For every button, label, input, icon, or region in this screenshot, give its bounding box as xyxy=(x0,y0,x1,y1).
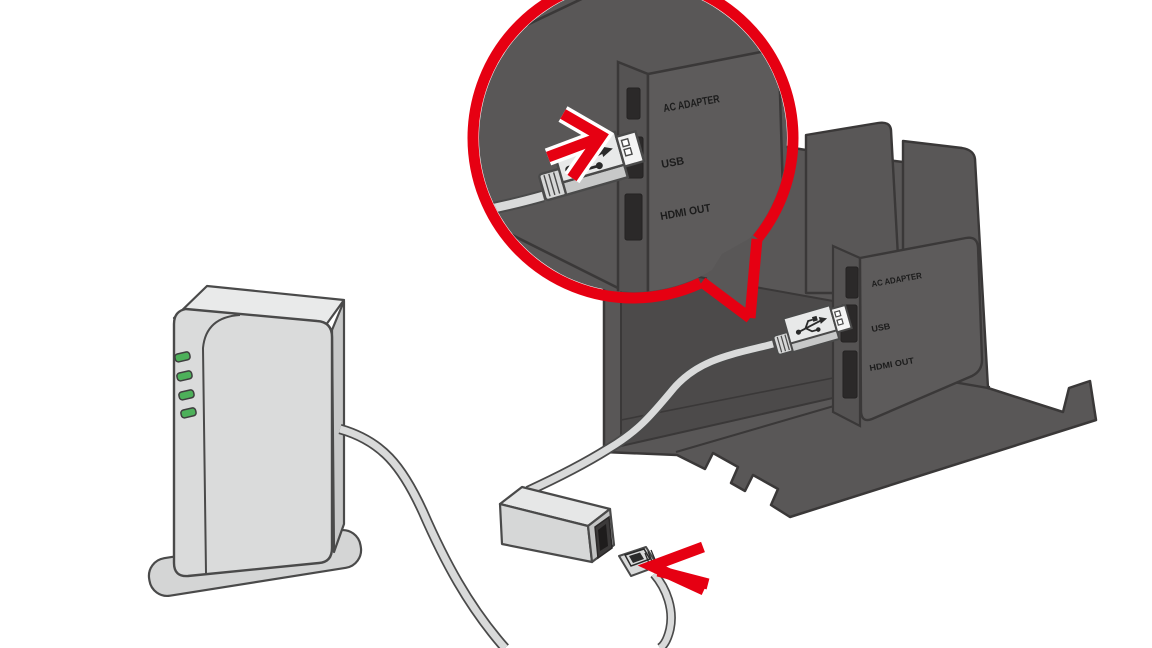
callout-contents: AC ADAPTER USB HDMI OUT xyxy=(479,0,787,292)
router-side-face xyxy=(330,299,346,554)
callout-usb-contact xyxy=(623,147,633,157)
led-indicator xyxy=(178,389,195,401)
panel-label-face xyxy=(858,236,984,422)
callout-hdmi-port xyxy=(624,193,643,241)
magnifier-callout: AC ADAPTER USB HDMI OUT xyxy=(467,0,799,323)
router-front-face xyxy=(172,307,334,578)
callout-tail-edge xyxy=(744,238,763,319)
callout-insert-arrow-icon xyxy=(544,106,614,184)
callout-label-usb: USB xyxy=(660,155,685,171)
plug-insert-arrow-icon xyxy=(637,541,710,595)
boot-ridges xyxy=(776,334,790,353)
callout-boot-ridges xyxy=(543,172,561,197)
router-cable xyxy=(338,423,509,648)
dock-inner-wall xyxy=(804,121,902,295)
callout-tail-fill xyxy=(705,236,754,318)
callout-ac-adapter-port xyxy=(626,87,641,120)
ethernet-port-inner xyxy=(598,524,608,551)
usb-cable xyxy=(525,338,775,496)
led-indicator xyxy=(176,370,193,382)
router xyxy=(147,284,363,598)
dock-label-usb: USB xyxy=(871,321,891,334)
usb-plug-dock xyxy=(772,303,853,356)
ethernet-plug-contact xyxy=(629,552,644,563)
router-status-leds xyxy=(174,351,197,419)
usb-contact xyxy=(836,318,844,326)
ac-adapter-port xyxy=(845,266,859,299)
callout-ring xyxy=(467,0,799,304)
callout-tail-edge xyxy=(698,277,754,323)
ethernet-plug-contact-outline xyxy=(623,548,652,567)
lan-adapter xyxy=(498,485,616,564)
router-led-strip-divider xyxy=(201,314,241,574)
callout-usb-contact xyxy=(620,137,631,148)
led-indicator xyxy=(174,351,191,363)
hdmi-port xyxy=(842,350,858,399)
usb-contact xyxy=(833,310,842,318)
led-indicator xyxy=(180,407,197,419)
